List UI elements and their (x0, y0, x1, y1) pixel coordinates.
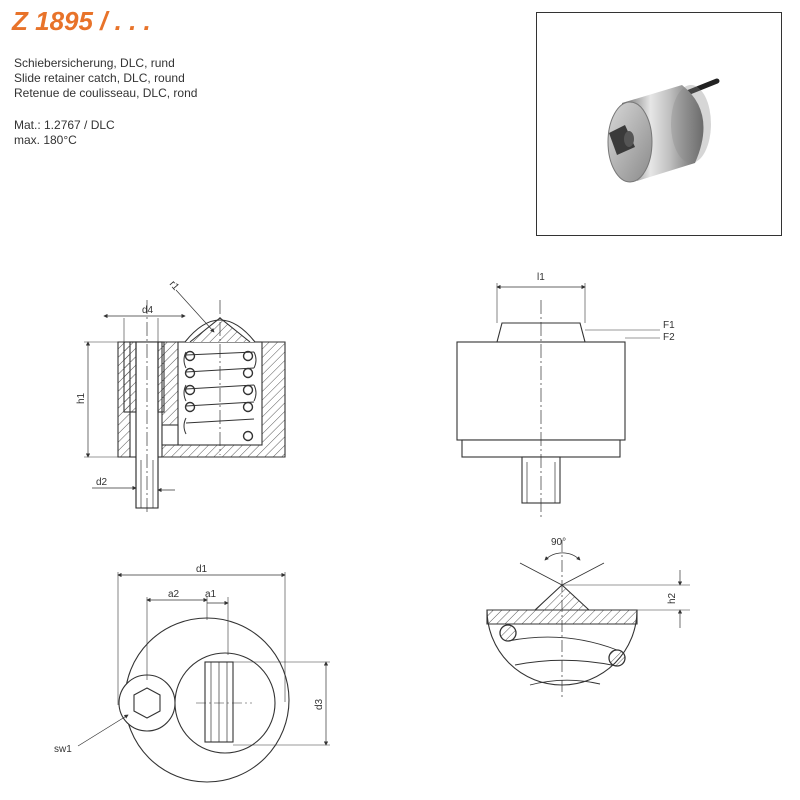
label-F1: F1 (663, 320, 675, 331)
material-block: Mat.: 1.2767 / DLC max. 180°C (14, 118, 115, 148)
label-l1: l1 (537, 272, 545, 283)
material-spec: Mat.: 1.2767 / DLC (14, 118, 115, 132)
side-view (456, 283, 660, 520)
product-photo-frame (536, 12, 782, 236)
label-d1: d1 (196, 564, 208, 575)
product-code-title: Z 1895 / . . . (12, 6, 151, 36)
description-block: Schiebersicherung, DLC, rund Slide retai… (14, 56, 197, 101)
label-sw1: sw1 (54, 744, 72, 755)
label-r1: r1 (167, 279, 181, 293)
max-temperature: max. 180°C (14, 133, 77, 147)
label-d2: d2 (96, 477, 108, 488)
label-h1: h1 (76, 392, 87, 404)
description-de: Schiebersicherung, DLC, rund (14, 56, 175, 70)
label-F2: F2 (663, 332, 675, 343)
label-h2: h2 (667, 592, 678, 604)
detail-view (486, 540, 690, 700)
label-a1: a1 (205, 589, 217, 600)
label-angle: 90° (551, 537, 566, 548)
section-view (84, 289, 286, 515)
top-view (77, 572, 330, 783)
description-en: Slide retainer catch, DLC, round (14, 71, 185, 85)
product-photo (607, 78, 720, 183)
label-d3: d3 (314, 698, 325, 710)
label-d4: d4 (142, 305, 154, 316)
description-fr: Retenue de coulisseau, DLC, rond (14, 86, 198, 100)
label-a2: a2 (168, 589, 180, 600)
